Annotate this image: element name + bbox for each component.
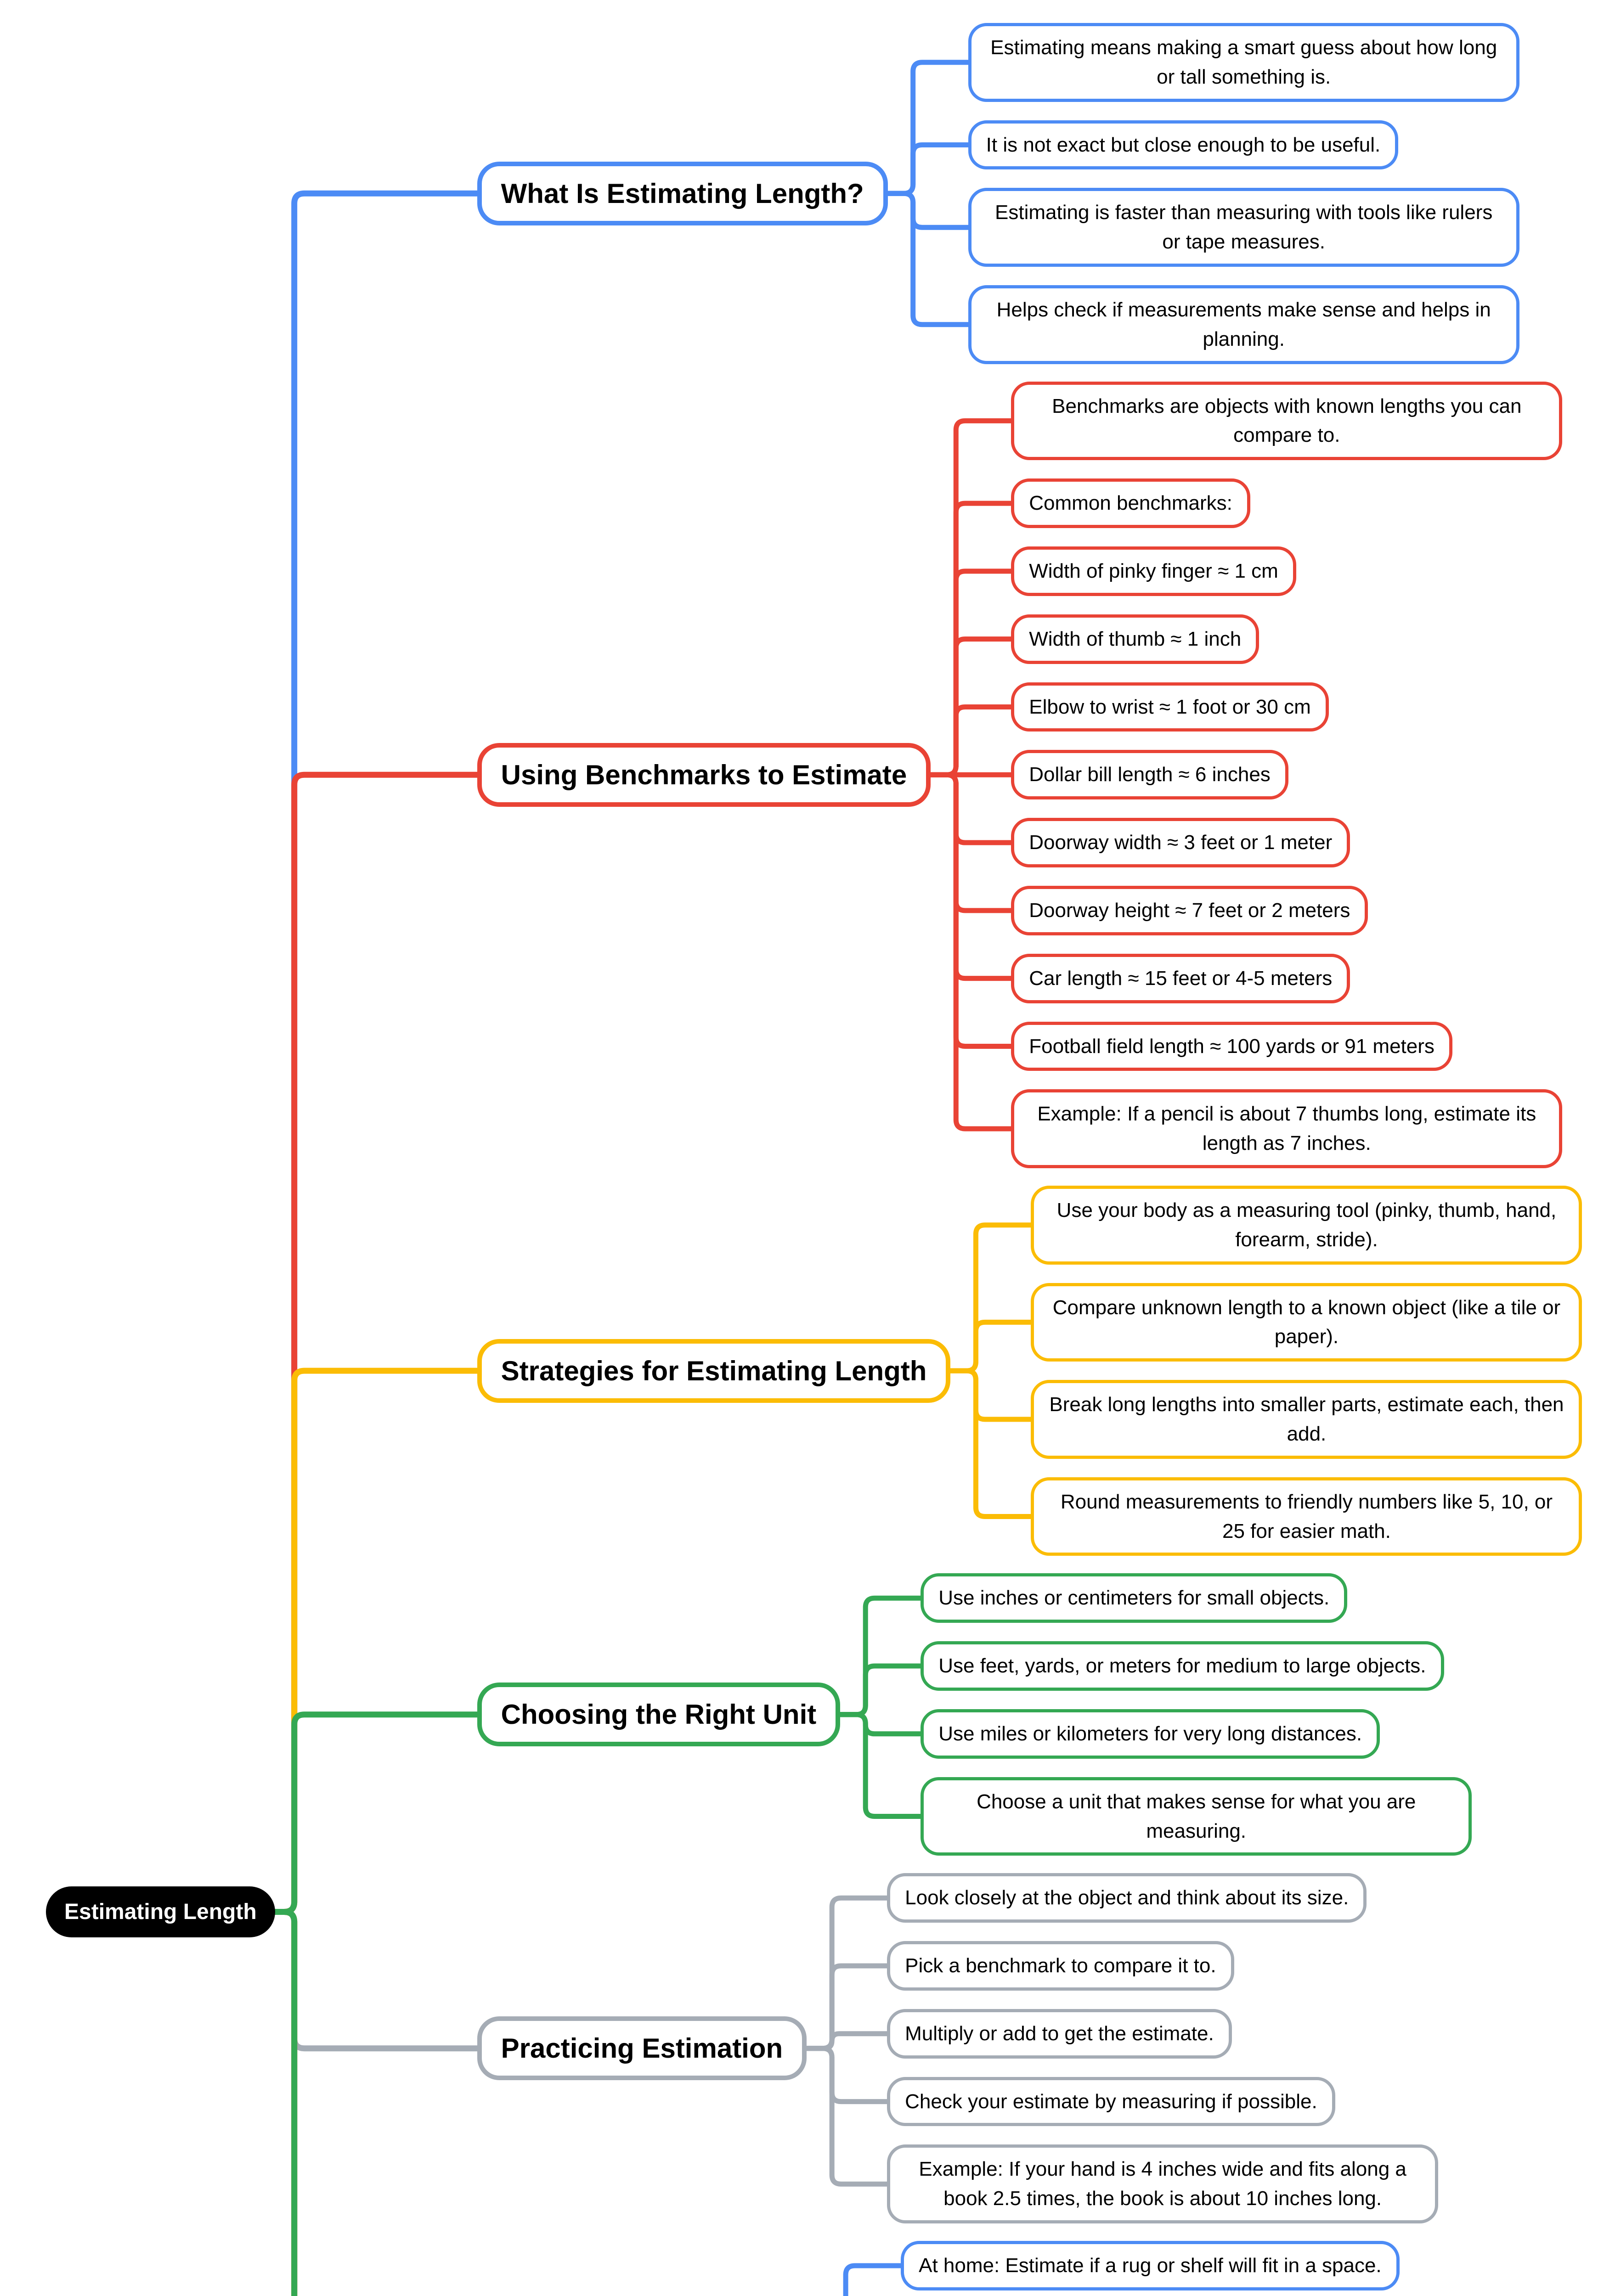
leaf-node: Multiply or add to get the estimate.	[887, 2009, 1232, 2059]
leaves-of-practicing-estimation: Look closely at the object and think abo…	[887, 1873, 1439, 2224]
leaf-node: Car length ≈ 15 feet or 4-5 meters	[1011, 953, 1350, 1003]
leaves-of-using-benchmarks-to-estimate: Benchmarks are objects with known length…	[1011, 381, 1563, 1168]
leaf-node: Doorway height ≈ 7 feet or 2 meters	[1011, 885, 1368, 935]
branch-choosing-the-right-unit: Choosing the Right Unit Use inches or cen…	[477, 1573, 1586, 1856]
leaves-of-what-is-estimating-length: Estimating means making a smart guess ab…	[968, 23, 1519, 364]
leaf-node: Helps check if measurements make sense a…	[968, 285, 1519, 364]
leaf-node: Use inches or centimeters for small obje…	[921, 1573, 1348, 1623]
leaf-node: Check your estimate by measuring if poss…	[887, 2077, 1335, 2127]
leaf-node: Choose a unit that makes sense for what …	[921, 1777, 1472, 1856]
leaves-of-estimating-in-real-life: At home: Estimate if a rug or shelf will…	[901, 2241, 1452, 2296]
branch-practicing-estimation: Practicing Estimation Look closely at the…	[477, 1873, 1586, 2224]
leaf-node: Look closely at the object and think abo…	[887, 1873, 1367, 1923]
leaf-node: Width of pinky finger ≈ 1 cm	[1011, 546, 1296, 596]
leaf-node: Compare unknown length to a known object…	[1031, 1283, 1582, 1362]
branch-title-choosing-the-right-unit: Choosing the Right Unit	[477, 1683, 841, 1747]
leaf-node: Benchmarks are objects with known length…	[1011, 381, 1563, 461]
leaf-node: Use miles or kilometers for very long di…	[921, 1709, 1380, 1759]
branch-title-what-is-estimating-length: What Is Estimating Length?	[477, 161, 888, 225]
leaf-node: Estimating means making a smart guess ab…	[968, 23, 1519, 102]
leaves-of-choosing-the-right-unit: Use inches or centimeters for small obje…	[921, 1573, 1472, 1856]
branch-title-strategies-for-estimating-length: Strategies for Estimating Length	[477, 1339, 951, 1403]
branches-container: What Is Estimating Length? Estimating mea…	[477, 23, 1586, 2296]
leaf-node: Dollar bill length ≈ 6 inches	[1011, 750, 1288, 800]
branch-estimating-in-real-life: Estimating in Real LifeAt home: Estimate…	[477, 2241, 1586, 2296]
leaf-node: Elbow to wrist ≈ 1 foot or 30 cm	[1011, 682, 1329, 732]
leaves-of-strategies-for-estimating-length: Use your body as a measuring tool (pinky…	[1031, 1185, 1582, 1556]
leaf-node: At home: Estimate if a rug or shelf will…	[901, 2241, 1400, 2290]
leaf-node: Example: If a pencil is about 7 thumbs l…	[1011, 1089, 1563, 1168]
central-topic-node: Estimating Length	[46, 1886, 275, 1937]
branch-strategies-for-estimating-length: Strategies for Estimating Length Use your…	[477, 1185, 1586, 1556]
branch-what-is-estimating-length: What Is Estimating Length? Estimating mea…	[477, 23, 1586, 364]
leaf-node: Break long lengths into smaller parts, e…	[1031, 1380, 1582, 1459]
leaf-node: Use feet, yards, or meters for medium to…	[921, 1641, 1444, 1691]
branch-title-practicing-estimation: Practicing Estimation	[477, 2016, 807, 2081]
leaf-node: Estimating is faster than measuring with…	[968, 188, 1519, 267]
leaf-node: Round measurements to friendly numbers l…	[1031, 1477, 1582, 1556]
leaf-node: Use your body as a measuring tool (pinky…	[1031, 1185, 1582, 1265]
leaf-node: Example: If your hand is 4 inches wide a…	[887, 2144, 1439, 2224]
branch-using-benchmarks-to-estimate: Using Benchmarks to Estimate Benchmarks a…	[477, 381, 1586, 1168]
leaf-node: Football field length ≈ 100 yards or 91 …	[1011, 1021, 1452, 1071]
leaf-node: Doorway width ≈ 3 feet or 1 meter	[1011, 818, 1350, 867]
leaf-node: Width of thumb ≈ 1 inch	[1011, 614, 1259, 664]
leaf-node: Common benchmarks:	[1011, 478, 1250, 528]
branch-title-using-benchmarks-to-estimate: Using Benchmarks to Estimate	[477, 743, 931, 807]
leaf-node: It is not exact but close enough to be u…	[968, 120, 1399, 170]
leaf-node: Pick a benchmark to compare it to.	[887, 1941, 1234, 1991]
